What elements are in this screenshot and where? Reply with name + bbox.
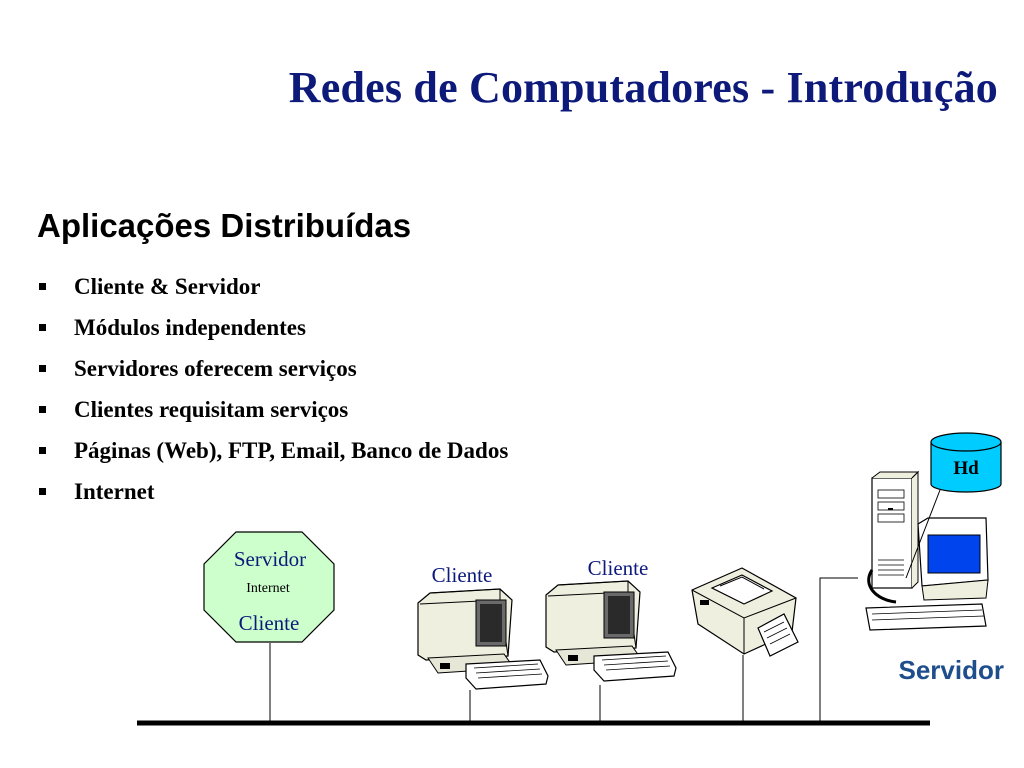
- square-bullet-icon: [39, 365, 46, 372]
- database-cylinder-icon: [905, 432, 1002, 579]
- square-bullet-icon: [39, 283, 46, 290]
- client-label-2: Cliente: [588, 556, 649, 580]
- octagon-label-cliente: Cliente: [239, 611, 300, 635]
- server-label: Servidor: [899, 655, 1005, 685]
- square-bullet-icon: [39, 406, 46, 413]
- octagon-label-internet: Internet: [246, 581, 290, 596]
- database-label: Hd: [953, 458, 979, 479]
- network-drop-lines: [269, 577, 858, 721]
- server-tower-icon: [865, 470, 989, 631]
- square-bullet-icon: [39, 488, 46, 495]
- square-bullet-icon: [39, 324, 46, 331]
- octagon-node: Servidor Internet Cliente: [203, 531, 335, 643]
- section-heading: Aplicações Distribuídas: [37, 207, 412, 244]
- printer-icon: [691, 567, 799, 657]
- client-computer-icon: [417, 588, 549, 690]
- client-computer-icon: [545, 580, 677, 682]
- square-bullet-icon: [39, 447, 46, 454]
- client-label-1: Cliente: [432, 563, 493, 587]
- octagon-label-servidor: Servidor: [234, 547, 306, 571]
- page-title: Redes de Computadores - Introdução: [288, 63, 998, 112]
